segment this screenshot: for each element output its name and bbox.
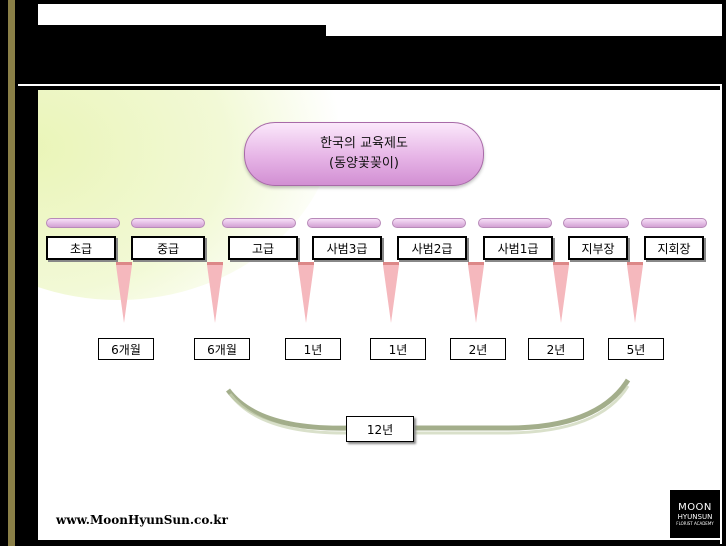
duration-box: 6개월 (98, 338, 154, 360)
level-pill-5 (392, 218, 466, 228)
level-box: 초급 (46, 236, 116, 260)
title-line2: (동양꽃꽂이) (329, 156, 399, 171)
level-pill-1 (46, 218, 120, 228)
logo-line2: HYUNSUN (677, 512, 713, 521)
duration-box: 1년 (370, 338, 426, 360)
left-accent-bar (8, 0, 15, 546)
down-arrow-icon (383, 262, 399, 323)
duration-box: 6개월 (194, 338, 250, 360)
academy-logo: MOON HYUNSUN FLORIST ACADEMY (670, 490, 720, 538)
level-box: 사범2급 (397, 236, 467, 260)
footer-url[interactable]: www.MoonHyunSun.co.kr (56, 513, 228, 527)
level-pill-3 (222, 218, 296, 228)
duration-box: 2년 (450, 338, 506, 360)
level-pill-8 (641, 218, 707, 228)
level-pill-7 (563, 218, 629, 228)
total-bracket-curve (226, 378, 631, 435)
level-pill-2 (131, 218, 205, 228)
down-arrow-icon (207, 262, 223, 323)
level-box: 지부장 (568, 236, 628, 260)
duration-box: 1년 (285, 338, 341, 360)
down-arrow-icon (553, 262, 569, 323)
header-divider (18, 84, 722, 86)
slide: 한국의 교육제도 (동양꽃꽂이) 초급 중급 고급 사범3급 사범2급 사범1급… (38, 90, 720, 540)
title-pill: 한국의 교육제도 (동양꽃꽂이) (244, 122, 484, 186)
level-box: 사범3급 (312, 236, 382, 260)
duration-box: 5년 (608, 338, 664, 360)
level-pill-4 (307, 218, 381, 228)
level-pill-6 (478, 218, 552, 228)
level-box: 지회장 (644, 236, 704, 260)
level-box: 고급 (228, 236, 298, 260)
logo-line3: FLORIST ACADEMY (676, 520, 714, 526)
duration-box: 2년 (528, 338, 584, 360)
level-box: 중급 (131, 236, 205, 260)
header-band-lower (326, 25, 722, 36)
down-arrow-icon (627, 262, 643, 323)
slide-border (720, 86, 722, 544)
logo-line1: MOON (678, 501, 712, 513)
down-arrow-icon (116, 262, 132, 323)
header-band (38, 4, 722, 25)
total-duration-box: 12년 (346, 416, 414, 442)
level-box: 사범1급 (483, 236, 553, 260)
down-arrow-icon (298, 262, 314, 323)
title-line1: 한국의 교육제도 (320, 136, 408, 151)
down-arrow-icon (468, 262, 484, 323)
